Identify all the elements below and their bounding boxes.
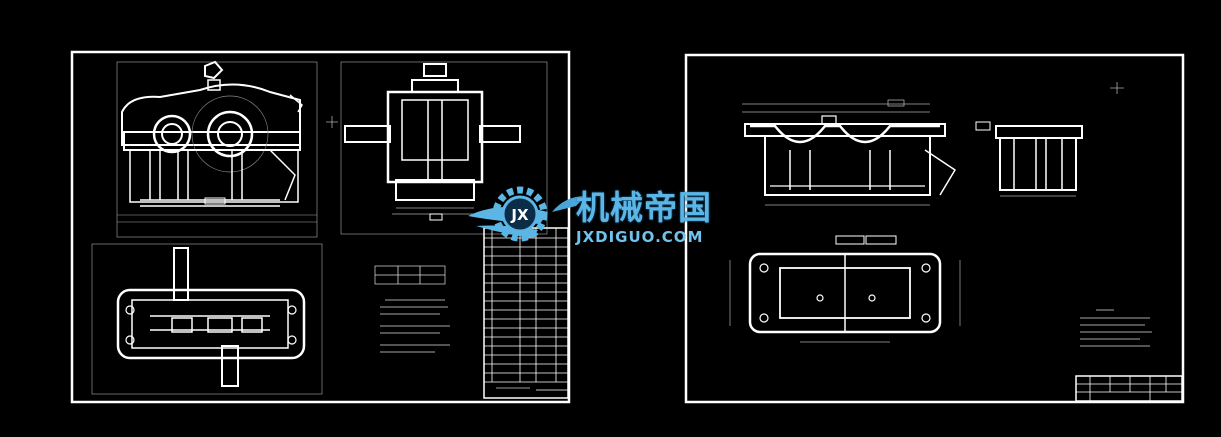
sheet-housing <box>684 53 1185 404</box>
title-block <box>1075 375 1183 402</box>
svg-text:JX: JX <box>510 206 529 224</box>
watermark-en: JXDIGUO.COM <box>576 228 704 246</box>
sheet-border <box>70 50 571 404</box>
housing-front-view <box>742 99 957 206</box>
watermark-cn: 机械帝国 <box>576 188 712 227</box>
sheet-border <box>684 53 1185 404</box>
front-view <box>116 60 318 238</box>
housing-top-view <box>729 235 961 343</box>
housing-side-view <box>975 82 1124 197</box>
housing-notes <box>1080 309 1152 347</box>
gear-emblem-icon: JX <box>492 186 548 242</box>
watermark-logo: JX <box>468 186 586 242</box>
top-view <box>91 243 323 395</box>
parts-list <box>483 227 569 399</box>
side-view <box>326 61 548 235</box>
technical-notes <box>374 265 450 353</box>
sheet-assembly <box>70 50 571 404</box>
watermark-text: 机械帝国 JXDIGUO.COM <box>576 188 712 247</box>
